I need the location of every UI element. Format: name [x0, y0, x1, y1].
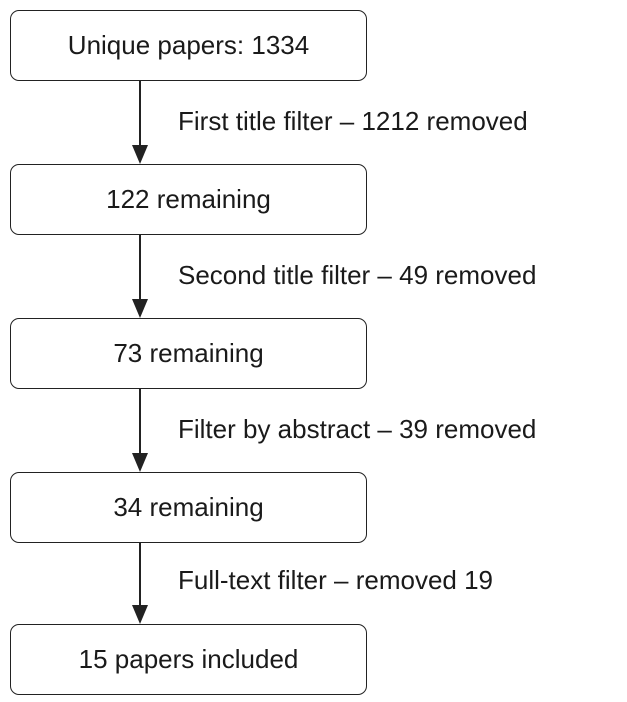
step-label: 73 remaining: [113, 338, 264, 368]
step-label: Unique papers: 1334: [67, 30, 310, 60]
down-arrow-icon: [131, 81, 149, 164]
step-label: 122 remaining: [106, 184, 271, 214]
step-box-73-remaining: 73 remaining: [10, 318, 367, 389]
step-box-34-remaining: 34 remaining: [10, 472, 367, 543]
filter-label-abstract: Filter by abstract – 39 removed: [178, 414, 537, 444]
step-label: 34 remaining: [113, 492, 264, 522]
down-arrow-icon: [131, 543, 149, 624]
filter-label-first-title: First title filter – 1212 removed: [178, 106, 528, 136]
step-label: 15 papers included: [78, 644, 299, 674]
filter-label-full-text: Full-text filter – removed 19: [178, 565, 494, 595]
down-arrow-icon: [131, 389, 149, 472]
down-arrow-icon: [131, 235, 149, 318]
filter-label-second-title: Second title filter – 49 removed: [178, 260, 537, 290]
step-box-papers-included: 15 papers included: [10, 624, 367, 695]
step-box-122-remaining: 122 remaining: [10, 164, 367, 235]
step-box-unique-papers: Unique papers: 1334: [10, 10, 367, 81]
